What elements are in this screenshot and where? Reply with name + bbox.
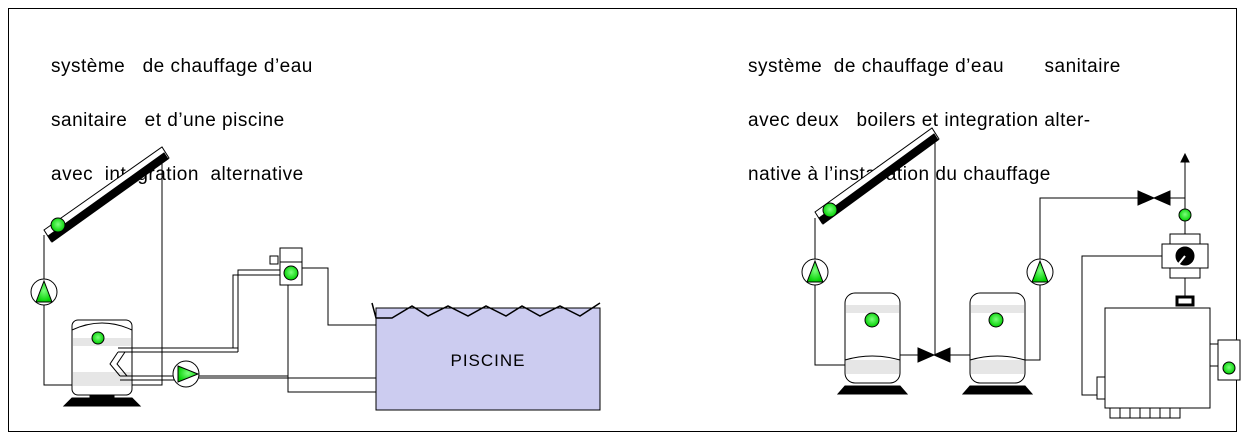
three-way-valve (269, 247, 329, 286)
outlet-arrow-icon (1180, 152, 1190, 163)
right-title: système de chauffage d’eau sanitaire ave… (748, 22, 1121, 202)
solar-collector (814, 127, 940, 225)
solar-collector (43, 146, 170, 243)
mixing-valve (1161, 221, 1209, 296)
pipe (43, 235, 72, 386)
heat-exchanger-coil (109, 347, 288, 381)
indicator-light (1178, 208, 1192, 222)
swimming-pool: PISCINE (371, 302, 601, 411)
pipe (232, 274, 280, 349)
left-system: PISCINE (30, 146, 601, 411)
pipe (900, 140, 936, 356)
valve (917, 347, 951, 363)
right-title-line: système de chauffage d’eau sanitaire (748, 56, 1121, 77)
pool-label: PISCINE (450, 351, 525, 370)
right-title-line: avec deux boilers et integration alter- (748, 110, 1091, 131)
pipe (814, 218, 845, 366)
left-title-line: système de chauffage d’eau (51, 56, 313, 77)
diagram-frame (8, 8, 1237, 432)
pump (172, 360, 200, 388)
right-system (801, 127, 1241, 419)
pipe (132, 158, 163, 386)
pump (30, 278, 58, 306)
heating-boiler (1096, 295, 1241, 419)
boiler-tank (836, 292, 909, 395)
pipe (1081, 255, 1162, 396)
boiler-tank (961, 292, 1034, 395)
left-title-line: sanitaire et d’une piscine (51, 110, 285, 131)
pipe (287, 285, 376, 393)
valve (1137, 190, 1171, 206)
pipe (237, 269, 280, 352)
pump (1026, 258, 1054, 286)
pump (801, 258, 829, 286)
boiler-tank (62, 319, 142, 407)
indicator-light (50, 217, 66, 233)
pipe (327, 285, 376, 326)
